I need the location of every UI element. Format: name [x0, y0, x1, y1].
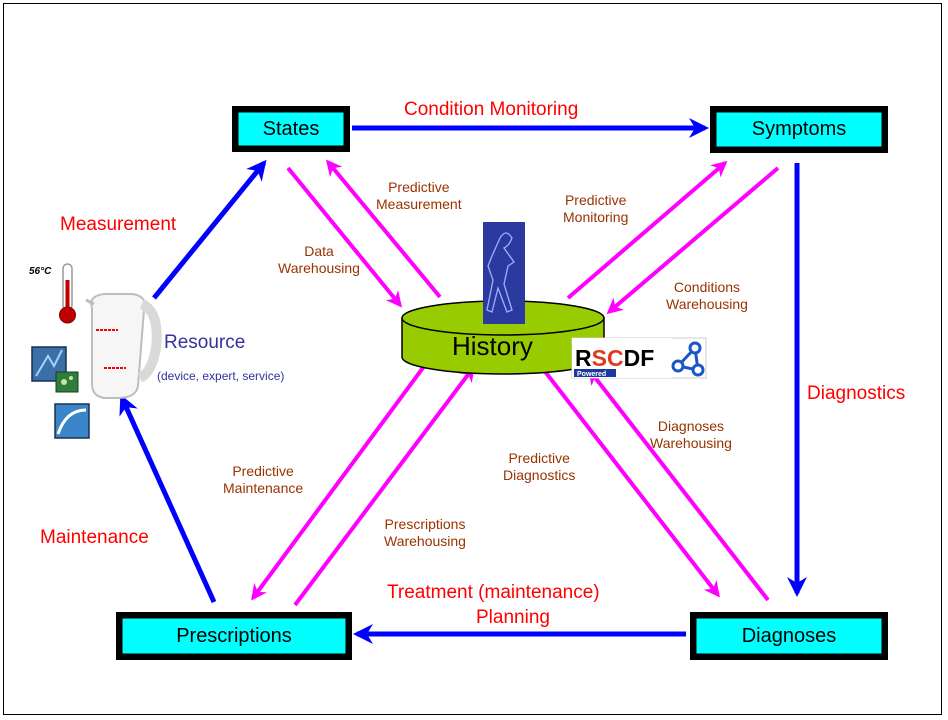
- label-predictive-measurement-line1: Predictive: [388, 179, 450, 195]
- resource-subtitle: (device, expert, service): [157, 369, 285, 383]
- arrow-conditions-warehousing: [606, 166, 780, 315]
- arrow-predictive-monitoring: [566, 160, 728, 300]
- label-diagnoses-warehousing-line1: Diagnoses: [657, 418, 725, 434]
- label-predictive-diagnostics-line1: Predictive: [508, 450, 570, 466]
- label-prescriptions-warehousing: Prescriptions Warehousing: [384, 516, 466, 550]
- label-diagnoses-warehousing: Diagnoses Warehousing: [650, 418, 732, 452]
- resource-title: Resource: [164, 332, 246, 353]
- label-diagnoses-warehousing-line2: Warehousing: [650, 435, 732, 451]
- label-diagnostics: Diagnostics: [807, 383, 906, 404]
- device-image-2-icon: [55, 371, 79, 393]
- arrow-predictive-maintenance: [251, 363, 427, 601]
- thermometer-icon: [59, 263, 76, 324]
- svg-text:Powered: Powered: [577, 371, 606, 378]
- label-predictive-monitoring-line1: Predictive: [564, 192, 627, 208]
- arrow-data-warehousing: [286, 166, 403, 308]
- arrow-maintenance: [119, 394, 217, 604]
- label-predictive-maintenance-line2: Maintenance: [223, 480, 304, 496]
- arrow-predictive-measurement: [325, 159, 442, 299]
- kettle-icon: [85, 293, 162, 399]
- device-image-3-icon: [54, 403, 90, 439]
- arrow-diagnoses-warehousing: [588, 368, 770, 602]
- label-predictive-maintenance: Predictive Maintenance: [223, 463, 303, 497]
- node-prescriptions: Prescriptions: [116, 612, 352, 660]
- svg-text:RSCDF: RSCDF: [575, 345, 654, 371]
- label-predictive-measurement: Predictive Measurement: [376, 179, 462, 213]
- label-predictive-measurement-line2: Measurement: [376, 196, 462, 212]
- history-figure-icon: [483, 222, 525, 324]
- label-conditions-warehousing: Conditions Warehousing: [666, 279, 748, 313]
- label-conditions-warehousing-line2: Warehousing: [666, 296, 748, 312]
- arrow-predictive-diagnostics: [538, 363, 720, 598]
- label-predictive-diagnostics: Predictive Diagnostics: [503, 450, 575, 484]
- node-diagnoses: Diagnoses: [690, 612, 888, 660]
- label-predictive-monitoring: Predictive Monitoring: [563, 192, 628, 226]
- label-prescriptions-warehousing-line2: Warehousing: [384, 533, 466, 549]
- arrow-measurement: [152, 159, 267, 300]
- label-conditions-warehousing-line1: Conditions: [673, 279, 741, 295]
- history-label: History: [452, 331, 533, 361]
- label-measurement: Measurement: [60, 214, 177, 235]
- label-prescriptions-warehousing-line1: Prescriptions: [384, 516, 466, 532]
- label-predictive-maintenance-line1: Predictive: [232, 463, 294, 479]
- label-data-warehousing: Data Warehousing: [278, 243, 360, 277]
- label-treatment-line1: Treatment (maintenance): [387, 582, 600, 603]
- label-condition-monitoring: Condition Monitoring: [404, 99, 579, 120]
- label-data-warehousing-line1: Data: [304, 243, 334, 259]
- rscdf-logo: RSCDF Powered: [571, 337, 707, 379]
- diagram-frame: [3, 3, 942, 715]
- label-maintenance: Maintenance: [40, 527, 149, 548]
- node-states: States: [232, 106, 350, 152]
- label-treatment-line2: Planning: [476, 607, 550, 628]
- label-data-warehousing-line2: Warehousing: [278, 260, 360, 276]
- label-predictive-diagnostics-line2: Diagnostics: [503, 467, 576, 483]
- history-cylinder: [401, 300, 605, 375]
- label-predictive-monitoring-line2: Monitoring: [563, 209, 629, 225]
- temperature-label: 56°C: [29, 266, 52, 277]
- arrow-prescriptions-warehousing: [293, 365, 475, 607]
- node-symptoms: Symptoms: [710, 106, 888, 153]
